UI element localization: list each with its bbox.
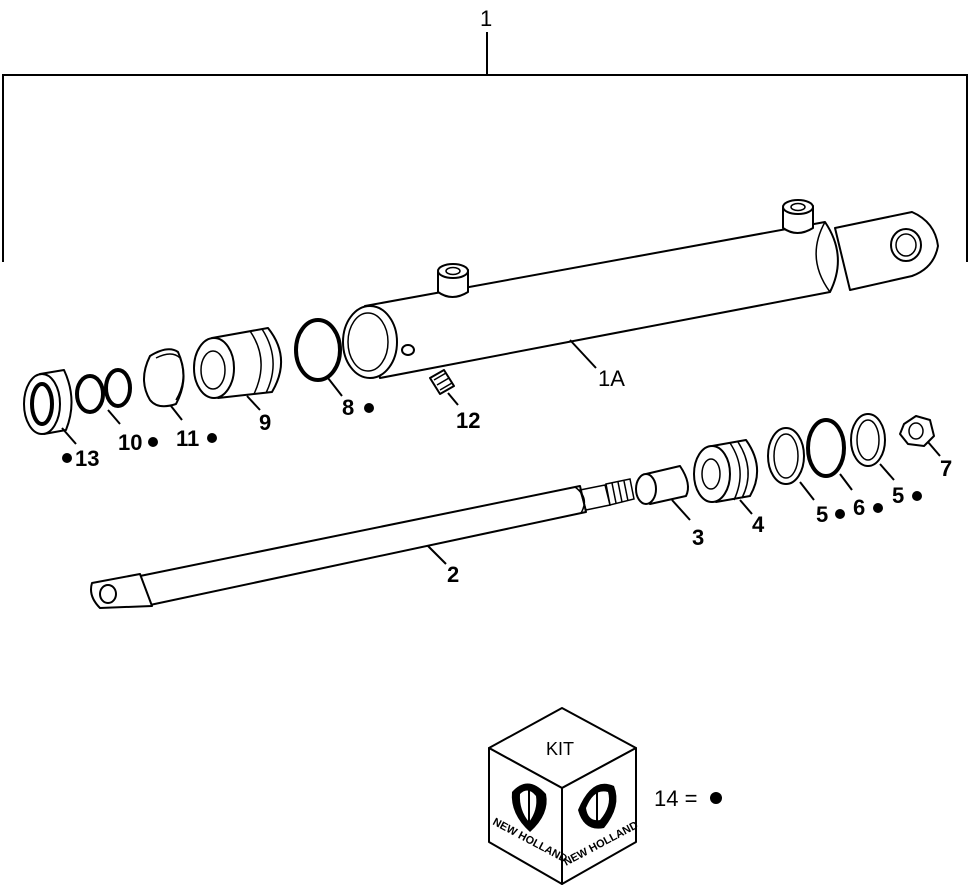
callout-9: 9: [259, 410, 271, 435]
callout-5b: 5: [892, 483, 904, 508]
callout-7: 7: [940, 456, 952, 481]
callout-11: 11: [176, 426, 199, 451]
kit-dot-13: [62, 453, 72, 463]
backup-ring-a: 5: [767, 427, 845, 527]
kit-dot-10: [148, 437, 158, 447]
callout-1: 1: [480, 6, 492, 31]
kit-legend: 14 =: [654, 786, 722, 811]
grease-fitting: 12: [429, 369, 480, 433]
spacer: 3: [635, 465, 704, 550]
callout-5a: 5: [816, 502, 828, 527]
backup-ring-b: 5: [850, 413, 922, 508]
kit-dot-6: [873, 503, 883, 513]
callout-2: 2: [447, 562, 459, 587]
callout-10: 10: [118, 430, 142, 455]
callout-1a: 1A: [598, 366, 625, 391]
nut: 7: [899, 415, 952, 481]
callout-12: 12: [456, 408, 480, 433]
kit-dot-11: [207, 433, 217, 443]
piston-rod: 2: [90, 478, 635, 609]
kit-dot-8: [364, 403, 374, 413]
cylinder-barrel: 1A: [342, 199, 939, 391]
callout-6: 6: [853, 495, 865, 520]
o-ring-gland: 8: [294, 318, 374, 420]
kit-legend-text: 14 =: [654, 786, 697, 811]
gland: 9: [193, 327, 283, 435]
kit-dot-5b: [912, 491, 922, 501]
callout-13: 13: [75, 446, 99, 471]
wiper: 13: [23, 369, 99, 471]
callout-3: 3: [692, 525, 704, 550]
piston: 4: [693, 439, 765, 537]
kit-label: KIT: [546, 739, 574, 759]
kit-dot-5a: [835, 509, 845, 519]
assembly-bracket: 1: [2, 6, 968, 262]
kit-box: KIT NEW HOLLAND NEW HOLLAND: [488, 707, 640, 885]
o-ring-piston: 6: [806, 418, 883, 520]
callout-8: 8: [342, 395, 354, 420]
kit-legend-dot: [710, 792, 722, 804]
callout-4: 4: [752, 512, 765, 537]
rod-seal: 10: [75, 368, 158, 455]
snap-ring: 11: [143, 348, 217, 451]
